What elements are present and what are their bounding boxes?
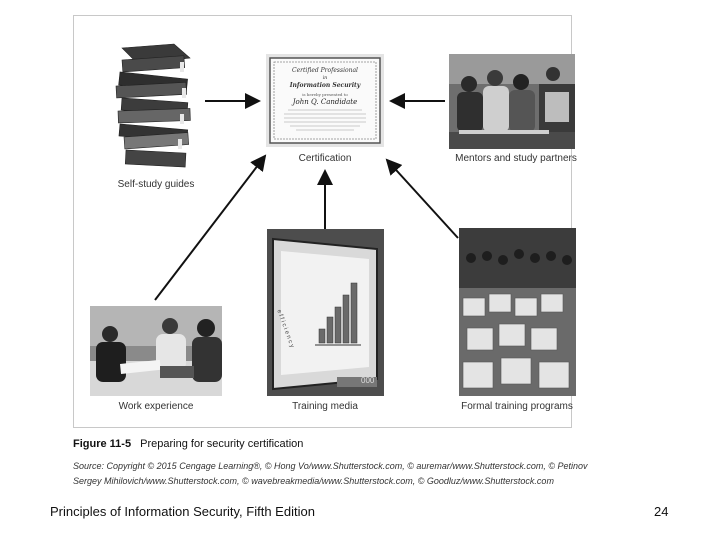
label-self-study: Self-study guides [100,179,212,190]
source-line-1: Source: Copyright © 2015 Cengage Learnin… [73,461,588,471]
mentors-image [449,54,575,149]
monitor-brand: 000 [361,376,374,385]
figure-title: Preparing for security certification [140,438,303,450]
label-certification: Certification [266,153,384,164]
certificate-image: Certified Professional in Information Se… [266,54,384,147]
label-mentors: Mentors and study partners [446,153,586,164]
books-image [108,38,204,173]
figure-caption: Figure 11-5 Preparing for security certi… [73,438,303,450]
figure-number: Figure 11-5 [73,438,131,450]
book-title: Principles of Information Security, Fift… [50,504,315,519]
arrow-formal [387,160,458,238]
source-line-2: Sergey Mihilovich/www.Shutterstock.com, … [73,476,554,486]
label-training-media: Training media [266,401,384,412]
label-formal-training: Formal training programs [450,401,584,412]
page-number: 24 [654,504,668,519]
label-work-experience: Work experience [100,401,212,412]
training-media-image: e f f i c i e n c y 000 [267,229,384,396]
work-experience-image [90,306,222,396]
formal-training-image [459,228,576,396]
arrow-work [155,156,265,300]
